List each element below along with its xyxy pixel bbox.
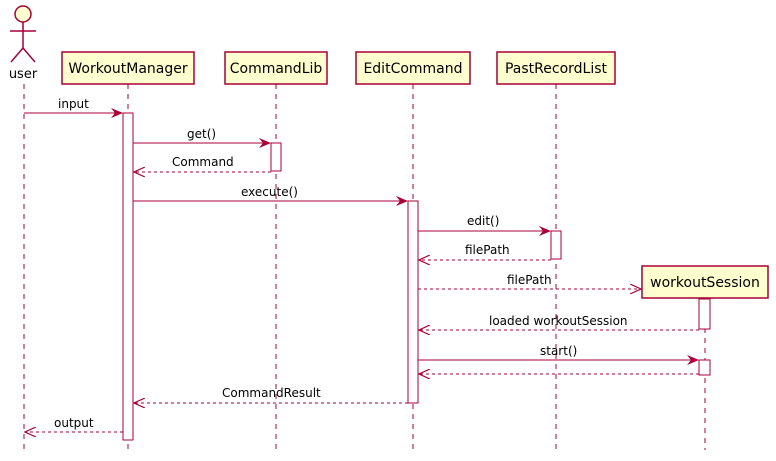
actor-label: user [9,67,38,82]
message-label-execute: execute() [241,185,298,199]
activation-workout-session-load [698,298,711,330]
message-label-output: output [54,416,94,430]
message-label-get: get() [187,127,216,141]
message-label-loaded-session: loaded workoutSession [489,314,628,328]
message-label-filepath-return: filePath [465,243,510,257]
participant-label: WorkoutManager [68,61,187,77]
message-label-input: input [58,97,89,111]
message-label-command: Command [172,155,234,169]
participant-edit-command: EditCommand [355,51,471,85]
actor-user: user [9,5,38,82]
participant-workout-manager: WorkoutManager [61,51,195,85]
stick-figure-icon [10,5,36,63]
activation-workout-manager [122,112,134,441]
participant-workout-session: workoutSession [641,265,769,299]
participant-label: EditCommand [363,61,462,77]
message-labels: input get() Command execute() edit() fil… [54,97,628,430]
activation-command-lib [270,142,282,172]
message-label-filepath-create: filePath [507,273,552,287]
message-label-command-result: CommandResult [222,386,321,400]
participant-past-record-list: PastRecordList [496,51,616,85]
participant-command-lib: CommandLib [224,51,328,85]
participant-label: CommandLib [230,61,323,77]
message-label-start: start() [540,344,577,358]
participant-label: PastRecordList [505,61,608,77]
participant-label: workoutSession [650,275,760,291]
activation-workout-session-start [698,359,711,376]
activations [122,112,711,441]
messages [24,108,699,432]
message-label-edit: edit() [467,214,499,228]
activation-edit-command [407,200,419,404]
activation-past-record-list [550,230,562,260]
